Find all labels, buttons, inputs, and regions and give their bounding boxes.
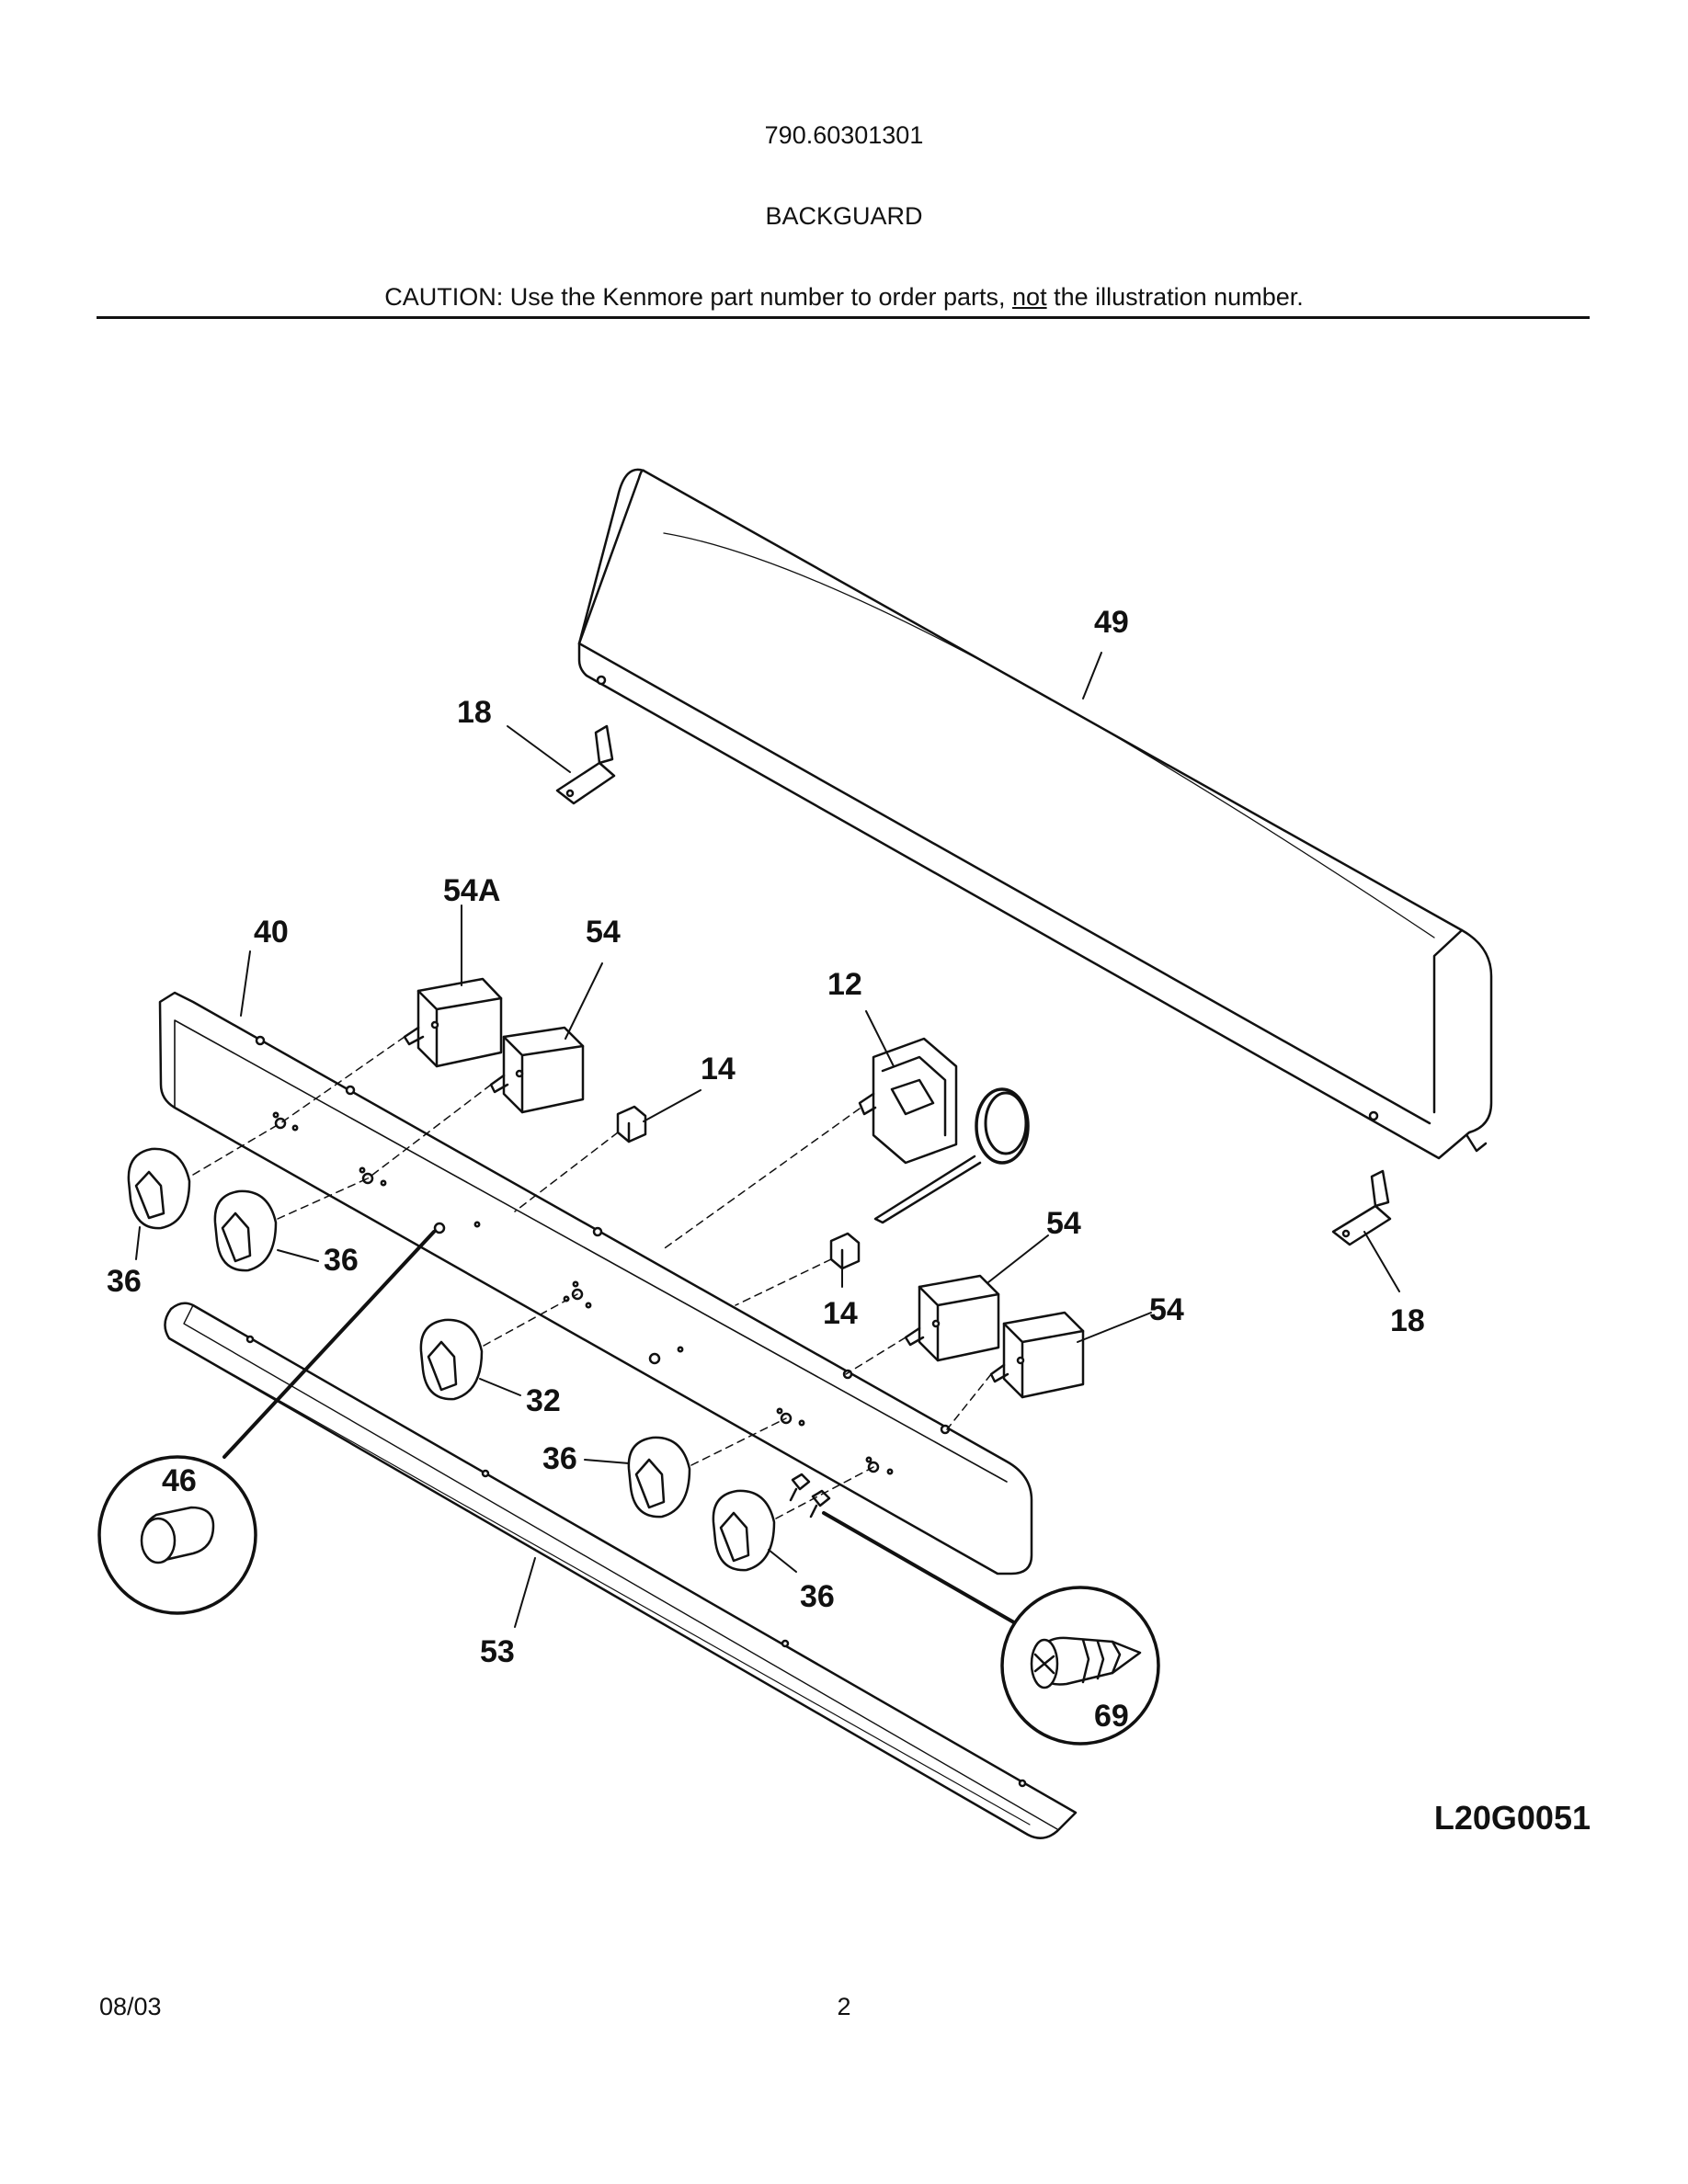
caution-note: CAUTION: Use the Kenmore part number to … [0, 283, 1688, 312]
indicator-switch-top [616, 1105, 647, 1143]
callout-36-fourth: 36 [800, 1579, 835, 1614]
callout-leaders [135, 652, 1400, 1628]
switch-54-mid [904, 1274, 1000, 1362]
section-title: BACKGUARD [765, 202, 923, 230]
callout-54a: 54A [443, 873, 500, 908]
callout-14-bottom: 14 [823, 1296, 858, 1331]
bracket-left [555, 724, 616, 805]
caution-text-start: CAUTION: Use the Kenmore part number to … [384, 283, 1013, 311]
switch-54a [403, 977, 503, 1068]
callout-32: 32 [526, 1383, 561, 1418]
assembly-lines [192, 1036, 992, 1519]
knob-36-c [627, 1436, 691, 1519]
callout-69: 69 [1094, 1699, 1129, 1734]
callout-36-left: 36 [107, 1264, 142, 1299]
callout-40: 40 [254, 915, 289, 950]
knob-36-a [127, 1147, 191, 1230]
header-rule [97, 316, 1590, 319]
screw-small-a [789, 1473, 811, 1502]
callout-54-mid: 54 [1046, 1206, 1081, 1241]
switch-54-top [489, 1026, 585, 1114]
callout-18-left: 18 [457, 695, 492, 730]
callout-36-third: 36 [542, 1441, 577, 1476]
callout-54-right: 54 [1149, 1292, 1184, 1327]
callout-53: 53 [480, 1634, 515, 1669]
caution-text-end: the illustration number. [1046, 283, 1304, 311]
callout-49: 49 [1094, 605, 1129, 640]
knob-32 [419, 1318, 484, 1401]
page-number: 2 [837, 1993, 851, 2020]
model-number: 790.60301301 [764, 121, 924, 149]
footer-date: 08/03 [99, 1993, 162, 2020]
caution-emphasis: not [1012, 283, 1047, 311]
switch-54-right [989, 1311, 1085, 1399]
knob-36-b [213, 1189, 278, 1272]
figure-id: L20G0051 [1433, 1799, 1591, 1837]
screw-small-b [809, 1489, 831, 1519]
callout-12: 12 [827, 967, 862, 1002]
detail-46 [97, 1222, 446, 1615]
thermostat [858, 1037, 1030, 1224]
backguard-part [577, 468, 1493, 1160]
callout-14-top: 14 [701, 1052, 736, 1086]
bracket-right [1331, 1169, 1392, 1246]
callout-46: 46 [162, 1463, 197, 1498]
knob-36-d [712, 1489, 776, 1572]
control-panel [158, 991, 1033, 1575]
callout-18-right: 18 [1390, 1303, 1425, 1338]
callout-54-top: 54 [586, 915, 621, 950]
indicator-switch-bottom [829, 1232, 861, 1270]
trim-strip [164, 1302, 1078, 1839]
detail-69 [822, 1511, 1160, 1746]
callout-36-second: 36 [324, 1243, 359, 1278]
